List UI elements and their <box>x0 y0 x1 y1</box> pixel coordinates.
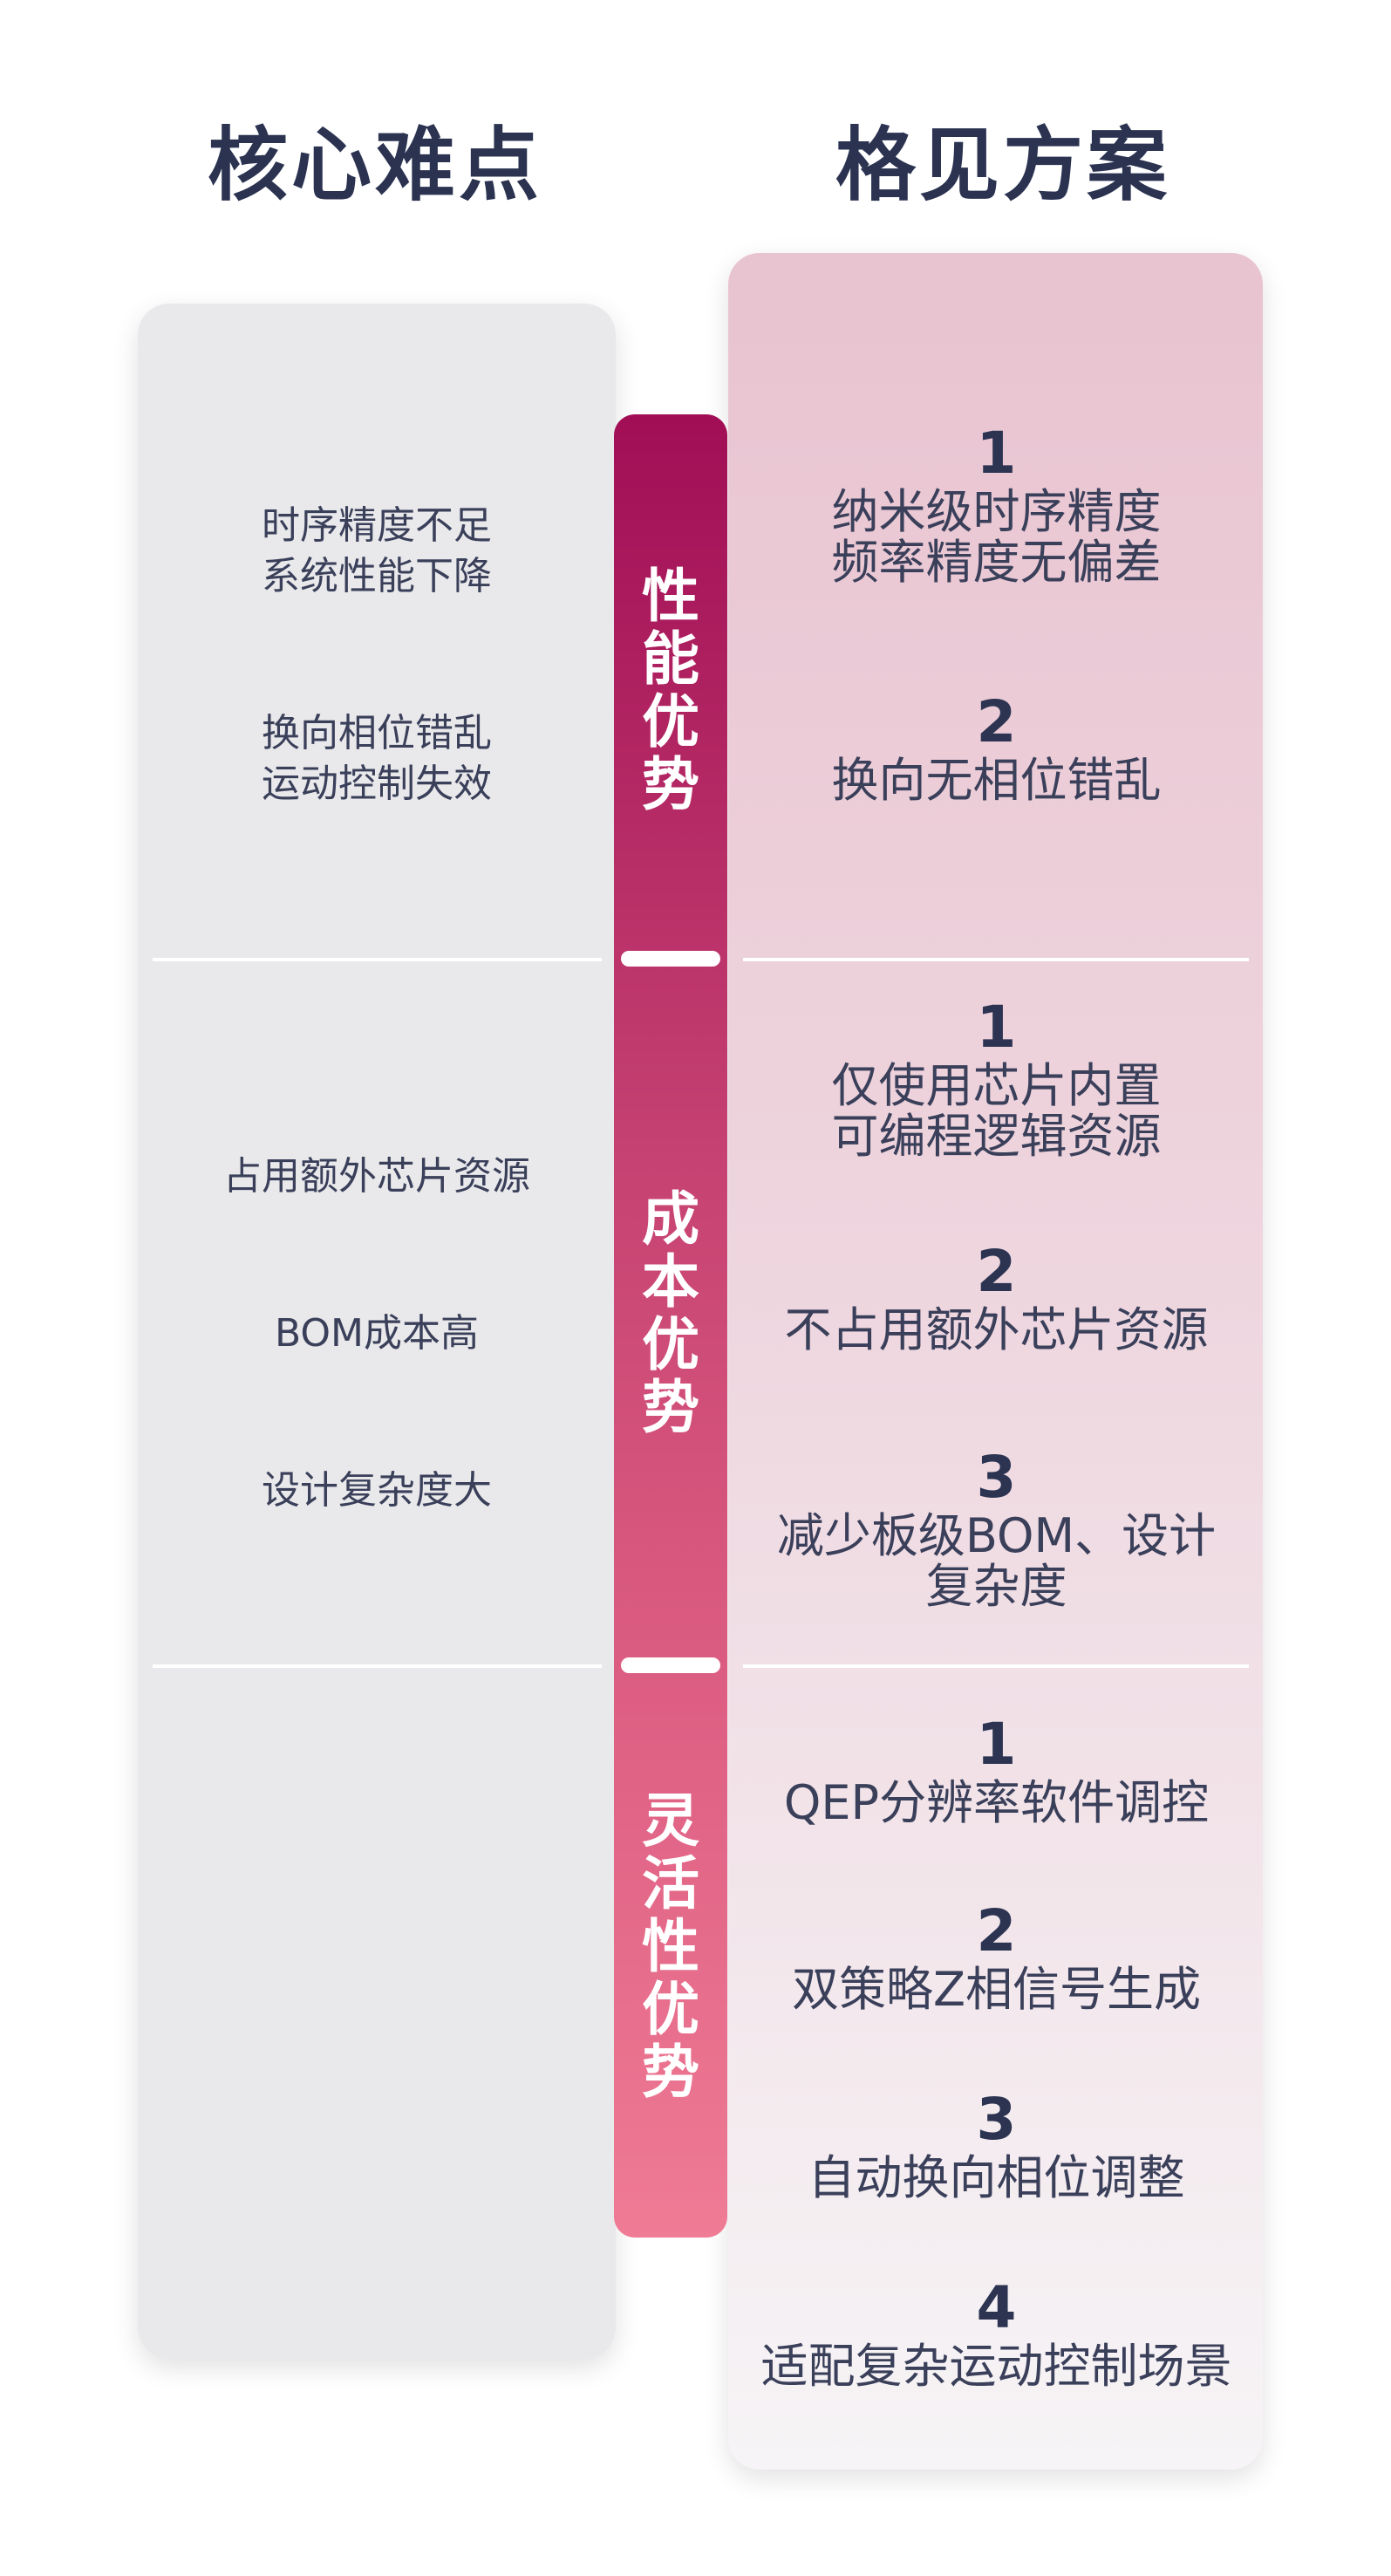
pain-point: 设计复杂度大 <box>262 1468 492 1513</box>
solution-text: 适配复杂运动控制场景 <box>760 2339 1232 2394</box>
solution-text: 换向无相位错乱 <box>831 753 1162 808</box>
category-char: 势 <box>642 2039 699 2106</box>
bar-divider-2 <box>621 1657 720 1673</box>
category-char: 优 <box>642 1311 699 1378</box>
category-char: 活 <box>642 1850 699 1917</box>
divider-left-2 <box>153 1664 602 1668</box>
solution-text: 仅使用芯片内置 可编程逻辑资源 <box>831 1058 1162 1164</box>
solution-number: 2 <box>976 688 1017 755</box>
category-char: 性 <box>642 563 699 630</box>
category-flexibility: 灵 活 性 优 势 <box>614 1790 727 2104</box>
category-char: 能 <box>642 625 699 693</box>
solution-text: 减少板级BOM、设计 复杂度 <box>776 1508 1217 1614</box>
solution-item: 4 适配复杂运动控制场景 <box>733 2275 1260 2392</box>
solution-number: 3 <box>976 2086 1017 2153</box>
category-char: 势 <box>642 751 699 818</box>
solution-number: 1 <box>976 994 1017 1061</box>
solution-text: 双策略Z相信号生成 <box>792 1962 1201 2017</box>
solution-item: 2 不占用额外芯片资源 <box>733 1239 1260 1356</box>
solution-text: 自动换向相位调整 <box>808 2150 1185 2205</box>
solution-item: 3 自动换向相位调整 <box>733 2087 1260 2204</box>
solution-text: 纳米级时序精度 频率精度无偏差 <box>831 484 1162 590</box>
category-char: 性 <box>642 1913 699 1980</box>
category-char: 优 <box>642 1976 699 2043</box>
category-bar <box>614 414 727 2238</box>
category-char: 优 <box>642 688 699 755</box>
solution-item: 3 减少板级BOM、设计 复杂度 <box>733 1445 1260 1612</box>
solution-item: 2 双策略Z相信号生成 <box>733 1898 1260 2015</box>
solution-number: 2 <box>976 1897 1017 1964</box>
solution-item: 2 换向无相位错乱 <box>733 689 1260 806</box>
heading-core-difficulties: 核心难点 <box>207 119 542 212</box>
solution-text: QEP分辨率软件调控 <box>783 1775 1210 1830</box>
category-performance: 性 能 优 势 <box>614 565 727 817</box>
solution-item: 1 QEP分辨率软件调控 <box>733 1712 1260 1828</box>
heading-solutions: 格见方案 <box>835 119 1170 212</box>
divider-left-1 <box>153 958 602 961</box>
pain-point: 换向相位错乱 运动控制失效 <box>262 711 492 806</box>
solution-item: 1 仅使用芯片内置 可编程逻辑资源 <box>733 994 1260 1162</box>
bar-divider-1 <box>621 951 720 967</box>
solution-item: 1 纳米级时序精度 频率精度无偏差 <box>733 420 1260 588</box>
pain-point: 时序精度不足 系统性能下降 <box>262 503 492 598</box>
category-cost: 成 本 优 势 <box>614 1188 727 1439</box>
category-char: 成 <box>642 1186 699 1253</box>
difficulties-panel <box>138 304 616 2359</box>
divider-right-2 <box>743 1664 1249 1668</box>
pain-point: BOM成本高 <box>274 1311 479 1356</box>
category-char: 势 <box>642 1374 699 1441</box>
category-char: 灵 <box>642 1787 699 1855</box>
solution-number: 1 <box>976 1711 1017 1778</box>
category-char: 本 <box>642 1248 699 1315</box>
solutions-panel <box>728 253 1263 2470</box>
solution-number: 1 <box>976 420 1017 487</box>
solution-number: 3 <box>976 1444 1017 1511</box>
solution-number: 2 <box>976 1238 1017 1305</box>
solution-text: 不占用额外芯片资源 <box>784 1302 1209 1357</box>
pain-point: 占用额外芯片资源 <box>223 1154 530 1199</box>
solution-number: 4 <box>976 2274 1017 2341</box>
divider-right-1 <box>743 958 1249 961</box>
